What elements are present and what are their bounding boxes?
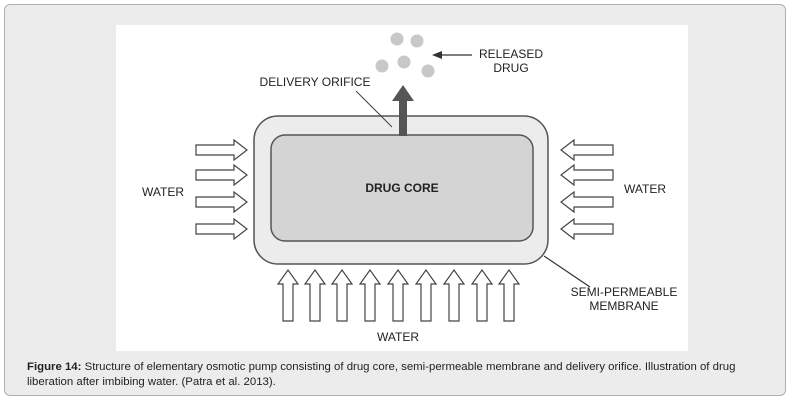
osmotic-pump-diagram: DRUG CORE DELIVERY ORIFICE RELEASED (142, 32, 678, 344)
figure-frame: DRUG CORE DELIVERY ORIFICE RELEASED (4, 4, 786, 396)
water-arrow (303, 268, 327, 322)
water-arrow (470, 268, 494, 322)
released-drug-pointer (432, 51, 472, 59)
water-arrow (195, 190, 248, 214)
right-water-arrows (560, 138, 614, 241)
water-arrow (386, 268, 410, 322)
water-bottom-label: WATER (377, 330, 419, 344)
caption-text: Structure of elementary osmotic pump con… (27, 361, 736, 388)
water-arrow (560, 163, 614, 187)
released-drug-label-line2: DRUG (493, 61, 528, 75)
water-arrow (358, 268, 382, 322)
delivery-orifice-arrow (392, 85, 414, 136)
water-right-label: WATER (624, 182, 666, 196)
water-left-label: WATER (142, 185, 184, 199)
drug-particle (375, 59, 389, 73)
caption-label: Figure 14: (27, 361, 82, 373)
drug-core-label: DRUG CORE (365, 181, 438, 195)
membrane-label-line2: MEMBRANE (589, 299, 658, 313)
water-arrow (195, 138, 248, 162)
bottom-water-arrows (276, 268, 521, 322)
membrane-label-line1: SEMI-PERMEABLE (571, 285, 678, 299)
released-drug-label-line1: RELEASED (479, 47, 543, 61)
water-arrow (560, 190, 614, 214)
figure-image: DRUG CORE DELIVERY ORIFICE RELEASED (116, 25, 688, 351)
water-arrow (195, 217, 248, 241)
drug-particle (410, 34, 424, 48)
released-drug-particles (375, 32, 435, 78)
water-arrow (442, 268, 466, 322)
drug-particle (421, 64, 435, 78)
left-water-arrows (195, 138, 248, 241)
drug-particle (397, 55, 411, 69)
delivery-orifice-label: DELIVERY ORIFICE (260, 75, 371, 89)
figure-caption: Figure 14: Structure of elementary osmot… (27, 360, 783, 390)
membrane-pointer (543, 255, 591, 288)
water-arrow (497, 268, 521, 322)
water-arrow (330, 268, 354, 322)
water-arrow (195, 163, 248, 187)
drug-particle (390, 32, 404, 46)
water-arrow (560, 138, 614, 162)
water-arrow (560, 217, 614, 241)
delivery-orifice-pointer (355, 90, 393, 128)
water-arrow (414, 268, 438, 322)
water-arrow (276, 268, 300, 322)
